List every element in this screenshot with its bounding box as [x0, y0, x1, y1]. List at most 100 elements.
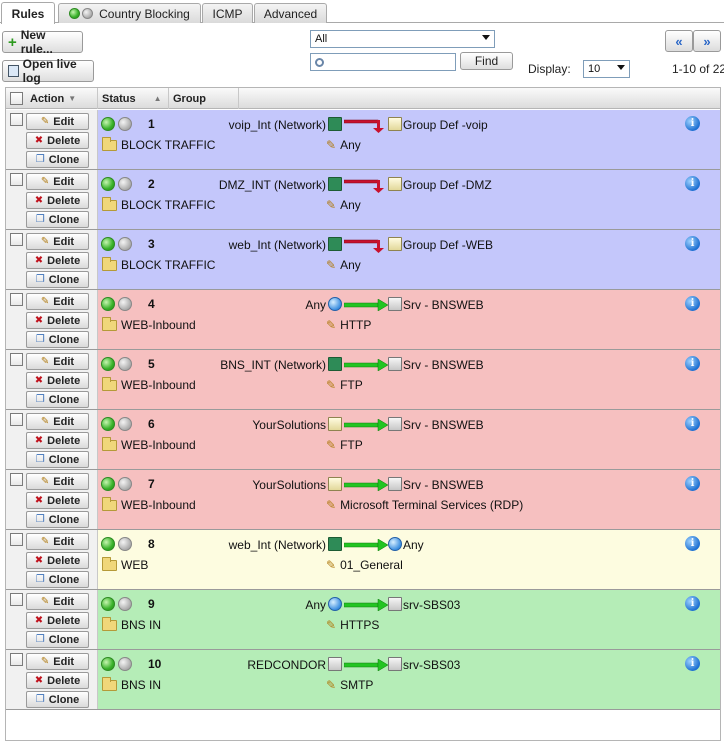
delete-x-icon: ✖ [34, 615, 44, 626]
delete-button[interactable]: ✖Delete [26, 432, 89, 449]
row-checkbox[interactable] [10, 533, 23, 546]
select-all-checkbox[interactable] [10, 92, 23, 105]
clone-button[interactable]: ❐Clone [26, 511, 89, 528]
table-row[interactable]: ✎Edit ✖Delete ❐Clone 9 BNS IN Any srv-SB… [6, 590, 720, 650]
clone-button[interactable]: ❐Clone [26, 631, 89, 648]
double-chevron-right-icon: » [703, 33, 711, 49]
info-icon[interactable]: i [685, 236, 700, 251]
info-icon[interactable]: i [685, 416, 700, 431]
edit-button[interactable]: ✎Edit [26, 413, 89, 430]
tab-advanced[interactable]: Advanced [254, 3, 327, 23]
table-header: Action ▼ Status ▲ Group [6, 88, 720, 109]
new-rule-button[interactable]: + New rule... [2, 28, 83, 56]
clone-button[interactable]: ❐Clone [26, 451, 89, 468]
edit-button[interactable]: ✎Edit [26, 653, 89, 670]
rule-source: BNS_INT (Network) [220, 358, 326, 372]
status-gray-icon [118, 357, 132, 371]
edit-button[interactable]: ✎Edit [26, 473, 89, 490]
clone-button[interactable]: ❐Clone [26, 691, 89, 708]
delete-button[interactable]: ✖Delete [26, 612, 89, 629]
table-row[interactable]: ✎Edit ✖Delete ❐Clone 5 WEB-Inbound BNS_I… [6, 350, 720, 410]
row-checkbox[interactable] [10, 173, 23, 186]
table-row[interactable]: ✎Edit ✖Delete ❐Clone 7 WEB-Inbound YourS… [6, 470, 720, 530]
table-row[interactable]: ✎Edit ✖Delete ❐Clone 2 BLOCK TRAFFIC DMZ… [6, 170, 720, 230]
clone-button[interactable]: ❐Clone [26, 151, 89, 168]
block-arrow-icon [343, 179, 388, 193]
tab-icmp[interactable]: ICMP [202, 3, 253, 23]
rule-status[interactable] [101, 597, 135, 611]
info-icon[interactable]: i [685, 176, 700, 191]
clone-icon: ❐ [35, 274, 45, 285]
display-count-select[interactable]: 10 [583, 60, 630, 78]
rule-status[interactable] [101, 237, 135, 251]
delete-button[interactable]: ✖Delete [26, 312, 89, 329]
page-range: 1-10 of 22 [672, 62, 724, 76]
clone-button[interactable]: ❐Clone [26, 271, 89, 288]
table-row[interactable]: ✎Edit ✖Delete ❐Clone 3 BLOCK TRAFFIC web… [6, 230, 720, 290]
rule-status[interactable] [101, 417, 135, 431]
row-checkbox[interactable] [10, 233, 23, 246]
delete-button[interactable]: ✖Delete [26, 552, 89, 569]
next-page-button[interactable]: » [693, 30, 721, 52]
group-column-header[interactable]: Group [169, 88, 239, 109]
info-icon[interactable]: i [685, 596, 700, 611]
info-icon[interactable]: i [685, 356, 700, 371]
clone-button[interactable]: ❐Clone [26, 391, 89, 408]
row-checkbox[interactable] [10, 113, 23, 126]
row-action-cell: ✎Edit ✖Delete ❐Clone [6, 230, 98, 289]
rule-status[interactable] [101, 297, 135, 311]
delete-button[interactable]: ✖Delete [26, 192, 89, 209]
edit-button[interactable]: ✎Edit [26, 533, 89, 550]
table-row[interactable]: ✎Edit ✖Delete ❐Clone 8 WEB web_Int (Netw… [6, 530, 720, 590]
status-column-header[interactable]: Status ▲ [98, 88, 169, 109]
rule-status[interactable] [101, 537, 135, 551]
previous-page-button[interactable]: « [665, 30, 693, 52]
row-checkbox[interactable] [10, 293, 23, 306]
edit-button[interactable]: ✎Edit [26, 353, 89, 370]
tab-rules[interactable]: Rules [1, 2, 55, 24]
rule-status[interactable] [101, 177, 135, 191]
action-column-header[interactable]: Action ▼ [6, 88, 98, 109]
info-icon[interactable]: i [685, 116, 700, 131]
table-row[interactable]: ✎Edit ✖Delete ❐Clone 4 WEB-Inbound Any S… [6, 290, 720, 350]
clone-button[interactable]: ❐Clone [26, 211, 89, 228]
edit-button[interactable]: ✎Edit [26, 293, 89, 310]
edit-button[interactable]: ✎Edit [26, 233, 89, 250]
row-checkbox[interactable] [10, 593, 23, 606]
row-checkbox[interactable] [10, 413, 23, 426]
edit-button[interactable]: ✎Edit [26, 173, 89, 190]
info-icon[interactable]: i [685, 296, 700, 311]
table-row[interactable]: ✎Edit ✖Delete ❐Clone 10 BNS IN REDCONDOR… [6, 650, 720, 710]
table-row[interactable]: ✎Edit ✖Delete ❐Clone 6 WEB-Inbound YourS… [6, 410, 720, 470]
rule-service: ✎ FTP [326, 438, 363, 452]
clone-button[interactable]: ❐Clone [26, 571, 89, 588]
delete-button[interactable]: ✖Delete [26, 672, 89, 689]
find-button[interactable]: Find [460, 52, 513, 70]
info-icon[interactable]: i [685, 656, 700, 671]
rule-status[interactable] [101, 477, 135, 491]
rule-status[interactable] [101, 657, 135, 671]
delete-button[interactable]: ✖Delete [26, 492, 89, 509]
pencil-icon: ✎ [40, 356, 50, 367]
row-checkbox[interactable] [10, 653, 23, 666]
delete-button[interactable]: ✖Delete [26, 372, 89, 389]
delete-x-icon: ✖ [34, 435, 44, 446]
rule-group-label: BNS IN [121, 678, 162, 692]
info-icon[interactable]: i [685, 476, 700, 491]
search-input[interactable] [310, 53, 456, 71]
row-checkbox[interactable] [10, 353, 23, 366]
edit-button[interactable]: ✎Edit [26, 113, 89, 130]
rule-status[interactable] [101, 357, 135, 371]
rule-status[interactable] [101, 117, 135, 131]
clone-button[interactable]: ❐Clone [26, 331, 89, 348]
info-icon[interactable]: i [685, 536, 700, 551]
edit-button[interactable]: ✎Edit [26, 593, 89, 610]
delete-button[interactable]: ✖Delete [26, 132, 89, 149]
row-checkbox[interactable] [10, 473, 23, 486]
tab-country-blocking[interactable]: Country Blocking [58, 3, 201, 23]
table-row[interactable]: ✎Edit ✖Delete ❐Clone 1 BLOCK TRAFFIC voi… [6, 110, 720, 170]
filter-select[interactable]: All [310, 30, 495, 48]
clone-icon: ❐ [35, 214, 45, 225]
open-live-log-button[interactable]: Open live log [2, 57, 94, 85]
delete-button[interactable]: ✖Delete [26, 252, 89, 269]
